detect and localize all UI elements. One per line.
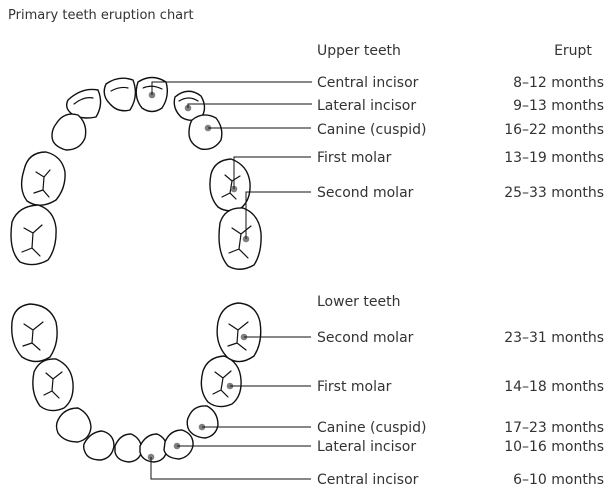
lower-erupt-second-molar: 23–31 months <box>504 330 604 346</box>
upper-left-first-molar <box>210 159 250 211</box>
lower-erupt-canine: 17–23 months <box>504 420 604 436</box>
upper-label-lateral-incisor: Lateral incisor <box>317 98 416 114</box>
upper-right-central-incisor <box>104 78 135 111</box>
upper-teeth-header: Upper teeth <box>317 43 401 59</box>
lower-arch <box>12 303 311 479</box>
upper-label-canine: Canine (cuspid) <box>317 122 427 138</box>
upper-erupt-lateral-incisor: 9–13 months <box>513 98 604 114</box>
upper-labels: Central incisor Lateral incisor Canine (… <box>317 75 604 201</box>
lower-erupt-first-molar: 14–18 months <box>504 379 604 395</box>
upper-erupt-central-incisor: 8–12 months <box>513 75 604 91</box>
lateral-incisor-leader <box>188 104 312 108</box>
lower-erupt-central-incisor: 6–10 months <box>513 472 604 488</box>
erupt-header: Erupt <box>554 43 592 59</box>
lower-right-canine <box>57 408 92 442</box>
upper-right-canine <box>52 114 86 150</box>
lower-teeth-header: Lower teeth <box>317 294 400 310</box>
lower-label-canine: Canine (cuspid) <box>317 420 427 436</box>
lower-erupt-lateral-incisor: 10–16 months <box>504 439 604 455</box>
lower-label-first-molar: First molar <box>317 379 392 395</box>
upper-arch <box>11 78 312 270</box>
upper-erupt-first-molar: 13–19 months <box>504 150 604 166</box>
upper-label-central-incisor: Central incisor <box>317 75 419 91</box>
upper-right-second-molar <box>11 205 56 265</box>
upper-left-canine <box>189 115 222 149</box>
upper-erupt-canine: 16–22 months <box>504 122 604 138</box>
lower-right-central-incisor <box>115 434 142 462</box>
lower-left-first-molar <box>201 356 241 407</box>
lower-labels: Second molar First molar Canine (cuspid)… <box>317 330 604 488</box>
upper-erupt-second-molar: 25–33 months <box>504 185 604 201</box>
central-incisor-leader <box>152 82 312 95</box>
upper-label-first-molar: First molar <box>317 150 392 166</box>
lower-label-lateral-incisor: Lateral incisor <box>317 439 416 455</box>
upper-label-second-molar: Second molar <box>317 185 414 201</box>
lower-left-canine <box>187 406 218 438</box>
lower-right-second-molar <box>12 304 57 362</box>
lower-left-second-molar <box>217 303 261 362</box>
chart-title: Primary teeth eruption chart <box>8 8 194 23</box>
lower-label-second-molar: Second molar <box>317 330 414 346</box>
central-incisor-leader <box>151 457 311 479</box>
lower-label-central-incisor: Central incisor <box>317 472 419 488</box>
